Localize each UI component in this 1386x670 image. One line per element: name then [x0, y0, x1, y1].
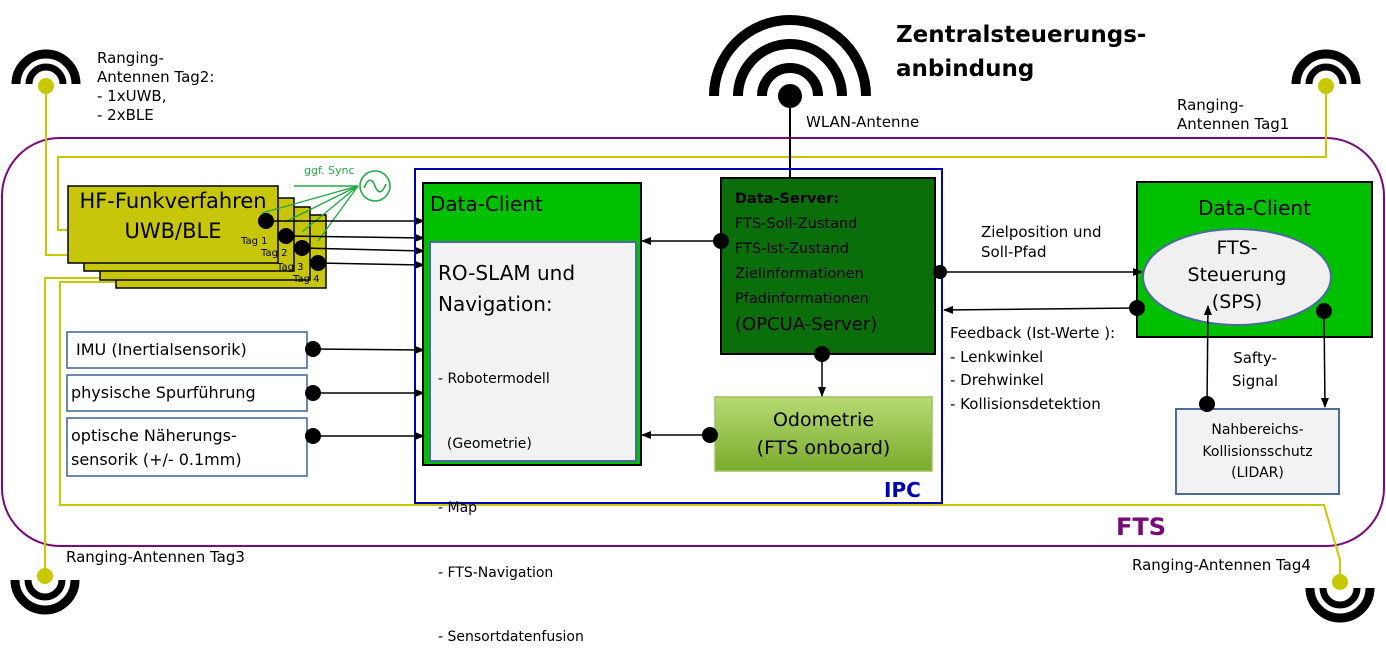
lidar-text: Nahbereichs- Kollisionsschutz (LIDAR) [1202, 422, 1313, 481]
antenna-icon-tag2 [11, 49, 81, 94]
hf-title: HF-Funkverfahren UWB/BLE [79, 189, 267, 243]
ipc-box [414, 168, 943, 504]
hf-card-stack [67, 185, 327, 289]
lidar-box [1175, 408, 1340, 495]
safety-up-arrow [1203, 305, 1212, 405]
sensor-imu-label: IMU (Inertialsensorik) [76, 340, 247, 359]
odometrie-box [714, 396, 933, 472]
sine-icon [359, 170, 391, 202]
antenna-icon-tag1 [1291, 49, 1361, 94]
antenna-icon-tag3 [10, 568, 80, 615]
fts-steuerung-ellipse [1142, 228, 1332, 326]
data-server-text: Data-Server: FTS-Soll-Zustand FTS-Ist-Zu… [735, 187, 877, 338]
sensor-box-spur [66, 374, 308, 412]
sensor-spur-label: physische Spurführung [71, 383, 256, 402]
hf-tag-3: Tag 3 [277, 262, 304, 273]
slam-list: - Robotermodell (Geometrie) - Map - FTS-… [438, 371, 584, 645]
fts-label: FTS [1116, 513, 1167, 541]
fts-frame [1, 137, 1385, 547]
ipc-data-client-title: Data-Client [430, 192, 543, 216]
sync-label: ggf. Sync [304, 164, 355, 177]
feedback-label: Feedback (Ist-Werte ): - Lenkwinkel - Dr… [950, 324, 1116, 413]
ipc-label: IPC [884, 478, 921, 502]
title-line1: Zentralsteuerungs- [896, 22, 1147, 48]
antenna-label-tag1: Ranging- Antennen Tag1 [1177, 96, 1290, 133]
safety-label: Safty- Signal [1232, 349, 1279, 390]
antenna-icon-tag4 [1305, 574, 1375, 623]
sensor-optik-label: optische Näherungs- sensorik (+/- 0.1mm) [71, 426, 242, 469]
antenna-label-tag3: Ranging-Antennen Tag3 [66, 548, 245, 566]
antenna-label-tag4: Ranging-Antennen Tag4 [1132, 556, 1311, 574]
slam-title: RO-SLAM und Navigation: [438, 261, 576, 316]
page-title: Zentralsteuerungs- anbindung [896, 18, 1146, 86]
data-server-title: Data-Server: [735, 191, 840, 207]
tag-connectors [258, 213, 425, 271]
sensor-connectors [305, 341, 425, 444]
feedback-arrow [943, 305, 1138, 314]
title-line2: anbindung [896, 56, 1035, 82]
slam-box [429, 241, 637, 462]
hf-tag-4: Tag 4 [293, 274, 320, 285]
sensor-box-optik [66, 417, 308, 477]
wlan-label: WLAN-Antenne [806, 113, 920, 131]
data-server-footer: (OPCUA-Server) [735, 314, 878, 335]
fts-steuerung-text: FTS- Steuerung (SPS) [1187, 237, 1287, 313]
antenna-label-tag2: Ranging- Antennen Tag2: - 1xUWB, - 2xBLE [97, 49, 215, 124]
safety-down-arrow [1320, 310, 1329, 408]
right-data-client-title: Data-Client [1198, 196, 1311, 220]
odometrie-text: Odometrie (FTS onboard) [756, 409, 891, 459]
wlan-antenna-icon [709, 15, 871, 178]
sync-lines [261, 185, 359, 242]
hf-tag-1: Tag 1 [241, 236, 268, 247]
diagram-canvas [1, 15, 1385, 623]
ziel-label: Zielposition und Soll-Pfad [981, 223, 1102, 261]
hf-tag-2: Tag 2 [261, 248, 288, 259]
sensor-box-imu [66, 331, 308, 369]
